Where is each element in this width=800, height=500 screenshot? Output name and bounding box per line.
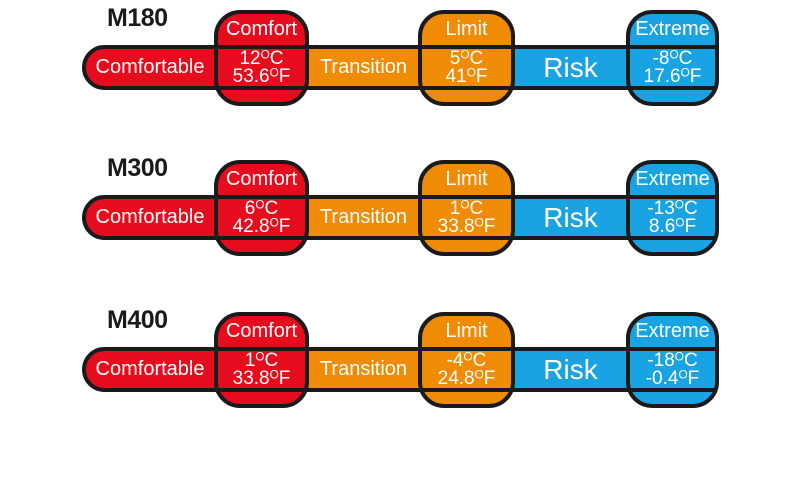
comfort-badge: Comfort 1OC 33.8OF <box>214 312 309 408</box>
extreme-badge-temps: -18OC -0.4OF <box>630 351 715 388</box>
rating-row-m300: M300 Comfortable Transition Risk Comfort… <box>0 152 800 267</box>
limit-temp-celsius: 5OC <box>449 48 484 69</box>
rating-row-m400: M400 Comfortable Transition Risk Comfort… <box>0 304 800 419</box>
comfort-badge-label: Comfort <box>225 168 298 190</box>
segment-risk-label: Risk <box>543 353 598 385</box>
bar-bottom-separator <box>218 388 305 392</box>
badge-foot <box>422 90 511 102</box>
extreme-badge-label: Extreme <box>635 168 710 190</box>
extreme-badge-temps: -8OC 17.6OF <box>630 49 715 86</box>
comfort-temp-celsius: 1OC <box>244 350 279 371</box>
comfort-badge-temps: 6OC 42.8OF <box>218 199 305 236</box>
badge-foot <box>218 240 305 252</box>
extreme-badge: Extreme -18OC -0.4OF <box>626 312 719 408</box>
bar-top-separator <box>422 347 511 351</box>
model-title: M400 <box>107 306 168 334</box>
bar-bottom-separator <box>630 236 715 240</box>
model-title: M300 <box>107 154 168 182</box>
bar-top-separator <box>630 195 715 199</box>
bar-top-separator <box>218 347 305 351</box>
limit-badge-label: Limit <box>445 18 488 40</box>
extreme-badge-label: Extreme <box>635 18 710 40</box>
badge-foot <box>218 392 305 404</box>
extreme-badge: Extreme -13OC 8.6OF <box>626 160 719 256</box>
bar-top-separator <box>422 195 511 199</box>
rating-row-m180: M180 Comfortable Transition Risk Comfort… <box>0 2 800 117</box>
model-title: M180 <box>107 4 168 32</box>
limit-badge: Limit 5OC 41OF <box>418 10 515 106</box>
comfort-temp-fahrenheit: 33.8OF <box>232 367 291 389</box>
temperature-scale-bar <box>82 45 719 90</box>
limit-badge-label: Limit <box>445 168 488 190</box>
extreme-badge: Extreme -8OC 17.6OF <box>626 10 719 106</box>
badge-foot <box>422 240 511 252</box>
extreme-temp-celsius: -8OC <box>652 48 693 69</box>
extreme-temp-fahrenheit: 17.6OF <box>643 65 702 87</box>
comfort-badge-label: Comfort <box>225 18 298 40</box>
comfort-badge: Comfort 12OC 53.6OF <box>214 10 309 106</box>
segment-transition-label: Transition <box>319 206 408 228</box>
segment-comfortable-label: Comfortable <box>95 206 205 228</box>
segment-comfortable-label: Comfortable <box>95 358 205 380</box>
bar-bottom-separator <box>422 388 511 392</box>
badge-foot <box>630 392 715 404</box>
bar-top-separator <box>630 45 715 49</box>
limit-temp-fahrenheit: 41OF <box>445 65 488 87</box>
comfort-temp-celsius: 12OC <box>239 48 284 69</box>
segment-risk-label: Risk <box>543 201 598 233</box>
limit-badge-temps: -4OC 24.8OF <box>422 351 511 388</box>
bar-top-separator <box>218 45 305 49</box>
extreme-temp-celsius: -13OC <box>647 198 698 219</box>
extreme-temp-celsius: -18OC <box>647 350 698 371</box>
bar-bottom-separator <box>422 86 511 90</box>
limit-temp-celsius: -4OC <box>446 350 487 371</box>
bar-top-separator <box>218 195 305 199</box>
bar-bottom-separator <box>422 236 511 240</box>
comfort-badge-label: Comfort <box>225 320 298 342</box>
limit-badge-label: Limit <box>445 320 488 342</box>
comfort-temp-fahrenheit: 53.6OF <box>232 65 291 87</box>
comfort-temp-fahrenheit: 42.8OF <box>232 215 291 237</box>
segment-risk-label: Risk <box>543 51 598 83</box>
bar-bottom-separator <box>218 236 305 240</box>
comfort-temp-celsius: 6OC <box>244 198 279 219</box>
extreme-badge-temps: -13OC 8.6OF <box>630 199 715 236</box>
extreme-temp-fahrenheit: 8.6OF <box>648 215 697 237</box>
temperature-scale-bar <box>82 347 719 392</box>
comfort-badge-temps: 12OC 53.6OF <box>218 49 305 86</box>
temperature-scale-bar <box>82 195 719 240</box>
bar-bottom-separator <box>630 86 715 90</box>
limit-badge: Limit -4OC 24.8OF <box>418 312 515 408</box>
bar-top-separator <box>630 347 715 351</box>
limit-temp-fahrenheit: 33.8OF <box>437 215 496 237</box>
limit-badge: Limit 1OC 33.8OF <box>418 160 515 256</box>
segment-comfortable-label: Comfortable <box>95 56 205 78</box>
limit-temp-fahrenheit: 24.8OF <box>437 367 496 389</box>
badge-foot <box>630 90 715 102</box>
badge-foot <box>422 392 511 404</box>
limit-temp-celsius: 1OC <box>449 198 484 219</box>
extreme-badge-label: Extreme <box>635 320 710 342</box>
segment-transition-label: Transition <box>319 56 408 78</box>
comfort-badge-temps: 1OC 33.8OF <box>218 351 305 388</box>
bar-top-separator <box>422 45 511 49</box>
badge-foot <box>218 90 305 102</box>
segment-transition-label: Transition <box>319 358 408 380</box>
bar-bottom-separator <box>218 86 305 90</box>
bar-bottom-separator <box>630 388 715 392</box>
badge-foot <box>630 240 715 252</box>
limit-badge-temps: 1OC 33.8OF <box>422 199 511 236</box>
limit-badge-temps: 5OC 41OF <box>422 49 511 86</box>
comfort-badge: Comfort 6OC 42.8OF <box>214 160 309 256</box>
extreme-temp-fahrenheit: -0.4OF <box>645 367 700 389</box>
